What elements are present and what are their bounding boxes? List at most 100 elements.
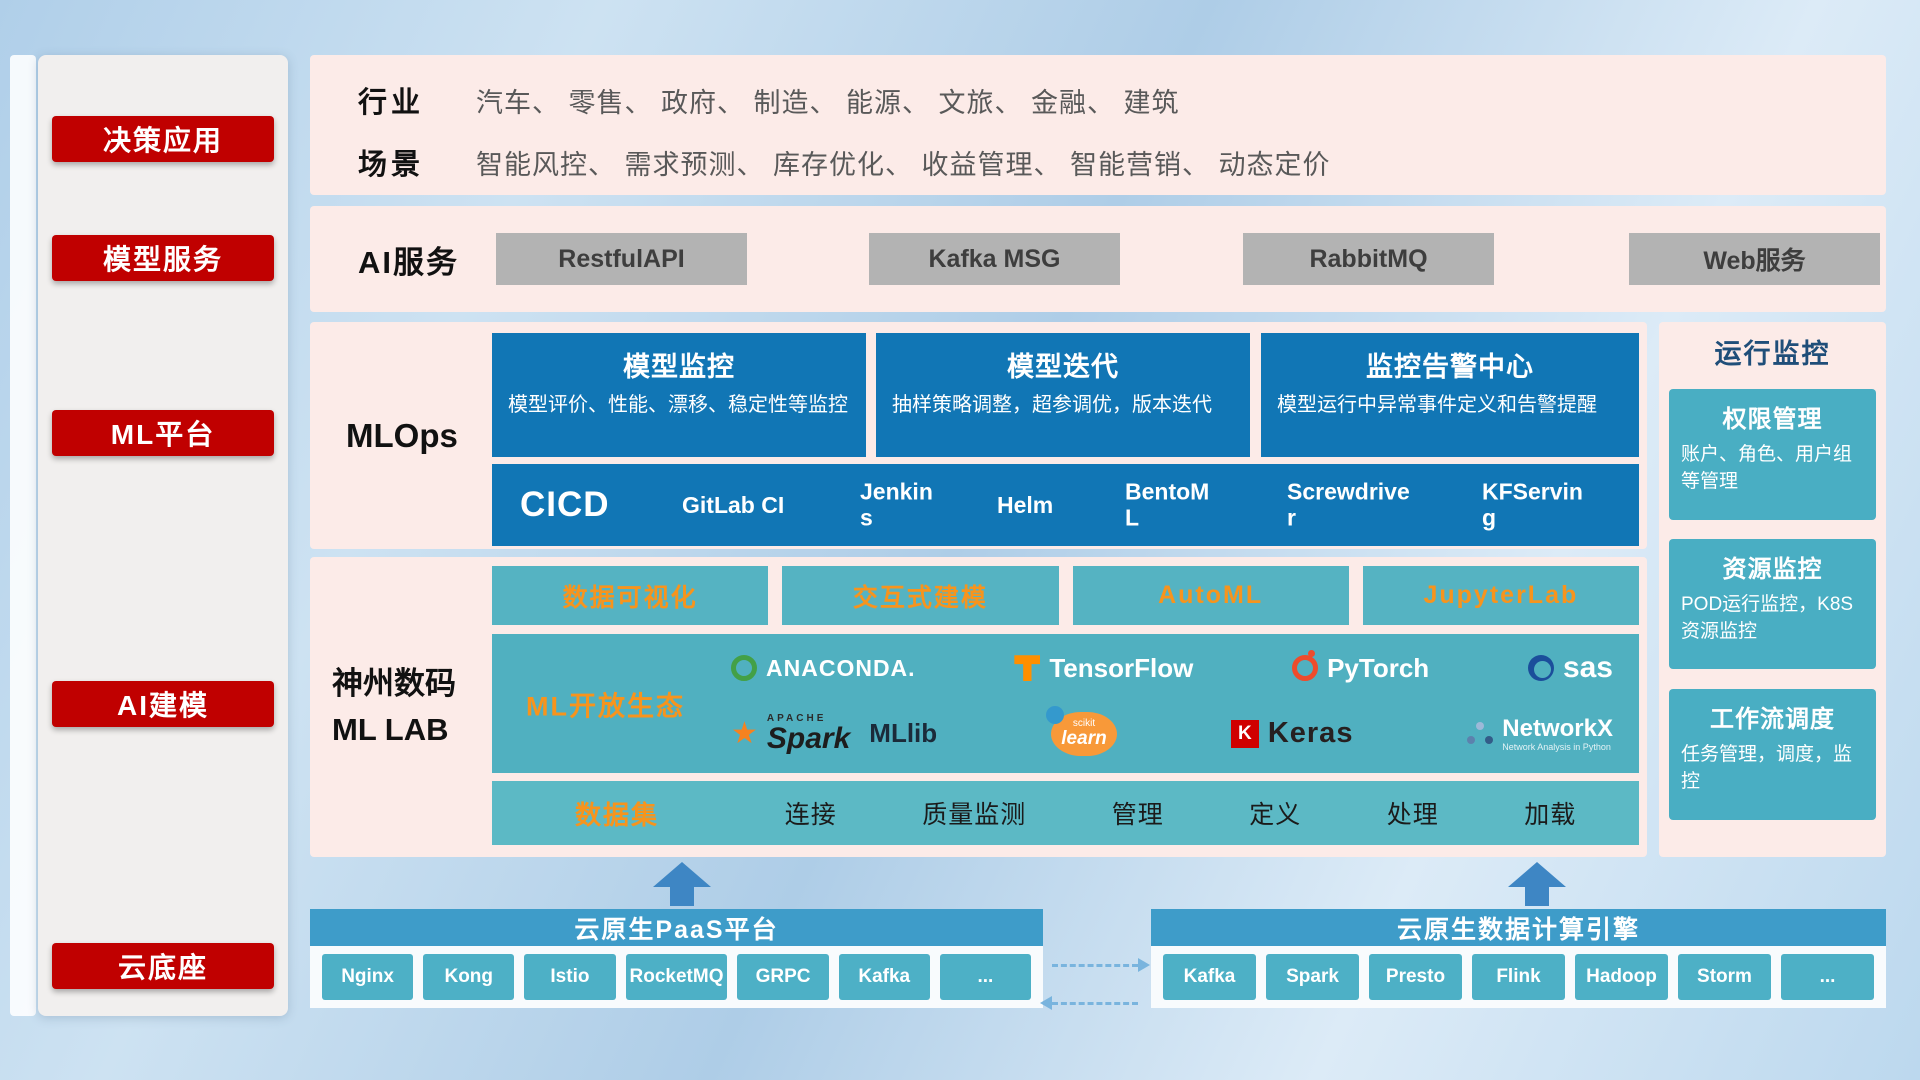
- permission-management-title: 权限管理: [1722, 406, 1823, 433]
- anaconda-wordmark: ANACONDA.: [766, 654, 916, 681]
- ml-lab-panel: 神州数码 ML LAB 数据可视化 交互式建模 AutoML JupyterLa…: [310, 557, 1647, 857]
- up-arrow-paas: [653, 862, 711, 906]
- runtime-monitoring-title: 运行监控: [1714, 339, 1831, 369]
- anaconda-icon: [731, 655, 757, 682]
- cicd-bar: CICD GitLab CI Jenkins Helm BentoML Scre…: [492, 464, 1639, 546]
- alert-center-desc: 模型运行中异常事件定义和告警提醒: [1277, 394, 1597, 416]
- dashed-arrow-left: [1040, 996, 1138, 1010]
- dataset-item-quality: 质量监测: [922, 801, 1027, 829]
- tensorflow-icon: [1014, 655, 1041, 682]
- paas-chip-kafka: Kafka: [838, 954, 930, 1000]
- paas-title-bar: 云原生PaaS平台: [310, 909, 1043, 946]
- pytorch-logo: PyTorch: [1292, 650, 1429, 684]
- tensorflow-logo: TensorFlow: [1014, 653, 1193, 684]
- permission-management-card: 权限管理 账户、角色、用户组等管理: [1669, 389, 1876, 520]
- service-restful-api: RestfulAPI: [496, 233, 747, 285]
- ecosystem-logos: ANACONDA. TensorFlow PyTorch sas: [717, 638, 1627, 769]
- up-arrow-paas-stem: [670, 887, 694, 906]
- paas-chip-nginx: Nginx: [322, 954, 414, 1000]
- paas-chip-more: ...: [939, 954, 1031, 1000]
- sidebar: 决策应用 模型服务 ML平台 AI建模 云底座: [38, 55, 288, 1016]
- networkx-wordmark: NetworkX Network Analysis in Python: [1502, 715, 1613, 753]
- service-web: Web服务: [1629, 233, 1880, 285]
- ml-lab-top-tools: 数据可视化 交互式建模 AutoML JupyterLab: [492, 566, 1639, 625]
- model-monitoring-card: 模型监控 模型评价、性能、漂移、稳定性等监控: [492, 333, 866, 457]
- ai-service-label: AI服务: [358, 244, 459, 280]
- scikit-small-text: scikit: [1072, 718, 1096, 730]
- spark-name-text: Spark: [766, 721, 851, 755]
- industry-text: 汽车、 零售、 政府、 制造、 能源、 文旅、 金融、 建筑: [476, 88, 1180, 118]
- eco-logo-row-1: ANACONDA. TensorFlow PyTorch sas: [717, 650, 1627, 685]
- engine-chip-presto: Presto: [1369, 954, 1462, 1000]
- ml-lab-label: 神州数码 ML LAB: [332, 557, 456, 857]
- cicd-tool-bentoml: BentoML: [1125, 478, 1210, 531]
- spark-wordmark: APACHE Spark: [766, 712, 851, 755]
- cicd-label: CICD: [520, 485, 610, 524]
- engine-chip-hadoop: Hadoop: [1575, 954, 1668, 1000]
- workflow-scheduling-card: 工作流调度 任务管理，调度，监控: [1669, 689, 1876, 820]
- up-arrow-engine-head: [1508, 862, 1566, 887]
- spark-star-icon: ★: [731, 716, 758, 750]
- model-iteration-desc: 抽样策略调整，超参调优，版本迭代: [892, 394, 1212, 416]
- workflow-scheduling-title: 工作流调度: [1710, 706, 1835, 733]
- model-iteration-card: 模型迭代 抽样策略调整，超参调优，版本迭代: [876, 333, 1250, 457]
- sas-icon: [1527, 655, 1554, 682]
- service-kafka-msg: Kafka MSG: [869, 233, 1120, 285]
- dashed-arrow-right: [1052, 958, 1150, 972]
- anaconda-logo: ANACONDA.: [731, 655, 916, 682]
- networkx-icon: [1467, 721, 1493, 747]
- ml-open-ecosystem-label: ML开放生态: [526, 691, 685, 721]
- engine-chip-more: ...: [1781, 954, 1874, 1000]
- scikit-learn-icon: scikit learn: [1046, 705, 1117, 756]
- runtime-monitoring-panel: 运行监控 权限管理 账户、角色、用户组等管理 资源监控 POD运行监控，K8S资…: [1659, 322, 1886, 857]
- dataset-item-connect: 连接: [784, 801, 837, 829]
- spark-apache-text: APACHE: [766, 712, 827, 724]
- scikit-learn-logo: scikit learn: [1046, 705, 1117, 756]
- pytorch-icon: [1292, 650, 1319, 682]
- dataset-item-process: 处理: [1386, 801, 1439, 829]
- industry-row: 行业 汽车、 零售、 政府、 制造、 能源、 文旅、 金融、 建筑: [358, 79, 1866, 121]
- sidebar-item-cloud-base: 云底座: [52, 943, 274, 989]
- industry-label: 行业: [358, 87, 425, 119]
- cicd-tool-helm: Helm: [997, 491, 1054, 518]
- keras-wordmark: Keras: [1267, 717, 1354, 750]
- resource-monitoring-card: 资源监控 POD运行监控，K8S资源监控: [1669, 539, 1876, 669]
- engine-chip-storm: Storm: [1678, 954, 1771, 1000]
- mlops-panel: MLOps 模型监控 模型评价、性能、漂移、稳定性等监控 模型迭代 抽样策略调整…: [310, 322, 1647, 549]
- alert-center-title: 监控告警中心: [1366, 352, 1534, 382]
- sidebar-item-ai-modeling: AI建模: [52, 681, 274, 727]
- permission-management-desc: 账户、角色、用户组等管理: [1681, 444, 1853, 492]
- tool-interactive-modeling: 交互式建模: [782, 566, 1059, 625]
- workflow-scheduling-desc: 任务管理，调度，监控: [1681, 744, 1853, 792]
- scikit-learn-wordmark: learn: [1061, 728, 1107, 750]
- sas-wordmark: sas: [1562, 651, 1613, 685]
- keras-logo: K Keras: [1230, 717, 1354, 750]
- industry-scene-panel: 行业 汽车、 零售、 政府、 制造、 能源、 文旅、 金融、 建筑 场景 智能风…: [310, 55, 1886, 195]
- dataset-bar: 数据集 连接 质量监测 管理 定义 处理 加载: [492, 781, 1639, 845]
- scene-label: 场景: [358, 149, 425, 181]
- scene-row: 场景 智能风控、 需求预测、 库存优化、 收益管理、 智能营销、 动态定价: [358, 141, 1866, 183]
- ai-service-panel: AI服务 RestfulAPI Kafka MSG RabbitMQ Web服务: [310, 206, 1886, 312]
- resource-monitoring-desc: POD运行监控，K8S资源监控: [1681, 594, 1854, 642]
- left-accent-strip: [10, 55, 36, 1016]
- sidebar-item-decision-application: 决策应用: [52, 116, 274, 162]
- engine-chip-flink: Flink: [1472, 954, 1565, 1000]
- networkx-subtitle: Network Analysis in Python: [1502, 742, 1611, 753]
- dashed-arrow-right-head: [1138, 958, 1150, 972]
- cicd-tool-screwdriver: Screwdriver: [1287, 478, 1410, 531]
- paas-chip-rocketmq: RocketMQ: [625, 954, 728, 1000]
- cicd-tool-jenkins: Jenkins: [860, 478, 933, 531]
- paas-chip-istio: Istio: [524, 954, 616, 1000]
- paas-chip-kong: Kong: [423, 954, 515, 1000]
- scene-text: 智能风控、 需求预测、 库存优化、 收益管理、 智能营销、 动态定价: [476, 150, 1331, 180]
- networkx-logo: NetworkX Network Analysis in Python: [1467, 715, 1613, 753]
- mlops-label: MLOps: [346, 416, 458, 454]
- dataset-item-manage: 管理: [1111, 801, 1164, 829]
- engine-chip-spark: Spark: [1266, 954, 1359, 1000]
- eco-logo-row-2: ★ APACHE Spark MLlib scikit learn: [717, 705, 1627, 756]
- tool-automl: AutoML: [1072, 566, 1349, 625]
- dataset-item-load: 加载: [1524, 801, 1577, 829]
- dataset-item-define: 定义: [1249, 801, 1302, 829]
- resource-monitoring-title: 资源监控: [1722, 556, 1823, 583]
- tool-data-visualization: 数据可视化: [492, 566, 769, 625]
